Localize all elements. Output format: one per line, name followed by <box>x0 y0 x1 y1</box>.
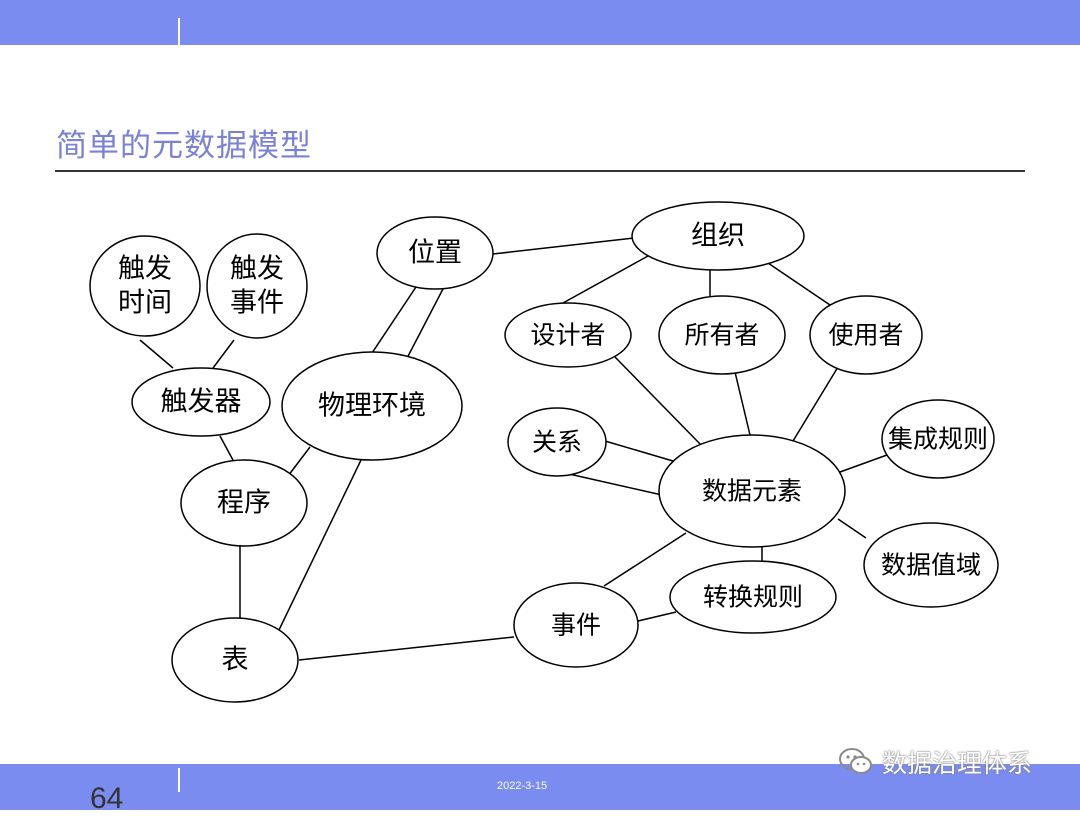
node-owner: 所有者 <box>658 295 786 375</box>
edge-organization-to-designer <box>562 255 649 304</box>
node-label-event: 事件 <box>551 611 601 640</box>
edge-relationship-to-data-element <box>568 473 663 496</box>
edge-data-element-to-event <box>603 532 687 587</box>
node-ellipse-physical-env <box>281 351 463 461</box>
wechat-icon <box>839 748 872 774</box>
node-integration-rule: 集成规则 <box>881 399 995 479</box>
node-ellipse-integration-rule <box>881 399 995 479</box>
edge-data-element-to-integration-rule <box>839 454 888 473</box>
node-ellipse-data-domain <box>863 522 999 608</box>
node-ellipse-data-element <box>658 434 846 548</box>
edge-trigger-event-to-trigger <box>212 339 235 369</box>
node-relationship: 关系 <box>507 407 607 477</box>
node-label-owner: 所有者 <box>684 321 759 350</box>
node-label-designer: 设计者 <box>530 321 605 350</box>
title-underline <box>55 170 1025 172</box>
node-ellipse-organization <box>631 201 805 271</box>
watermark: 数据治理体系 <box>838 742 1032 782</box>
node-label-table: 表 <box>222 645 249 676</box>
node-ellipse-owner <box>658 295 786 375</box>
node-label-trigger-time: 时间 <box>118 287 172 318</box>
node-program: 程序 <box>180 459 308 547</box>
node-user: 使用者 <box>809 295 923 375</box>
edge-physical-env-to-table <box>277 457 363 633</box>
edge-relationship-to-data-element <box>604 440 674 462</box>
node-label-location: 位置 <box>408 238 462 269</box>
page-number: 64 <box>90 782 124 815</box>
edge-trigger-to-program <box>219 435 235 463</box>
node-label-data-element: 数据元素 <box>702 477 802 506</box>
bottom-band <box>0 764 1080 810</box>
edge-trigger-time-to-trigger <box>139 339 174 369</box>
slide-date: 2022-3-15 <box>497 780 548 792</box>
diagram-nodes: 触发时间触发事件触发器位置物理环境程序表组织设计者所有者使用者关系数据元素集成规… <box>89 201 999 703</box>
node-location: 位置 <box>376 216 494 290</box>
node-ellipse-table <box>171 617 299 703</box>
edge-organization-to-user <box>767 262 831 306</box>
top-band-divider <box>178 18 180 45</box>
node-label-trigger-event: 事件 <box>230 287 284 318</box>
node-label-data-domain: 数据值域 <box>881 551 981 580</box>
node-data-element: 数据元素 <box>658 434 846 548</box>
node-ellipse-event <box>513 582 639 668</box>
edge-transform-rule-to-event <box>637 611 677 622</box>
edge-user-to-data-element <box>792 366 839 442</box>
edge-designer-to-data-element <box>614 356 704 448</box>
node-ellipse-trigger <box>131 367 271 437</box>
node-trigger: 触发器 <box>131 367 271 437</box>
node-label-program: 程序 <box>217 488 271 519</box>
node-label-transform-rule: 转换规则 <box>703 583 803 612</box>
node-label-trigger-time: 触发 <box>118 254 172 285</box>
node-ellipse-user <box>809 295 923 375</box>
node-label-user: 使用者 <box>828 321 903 350</box>
diagram-edges <box>139 237 888 661</box>
node-designer: 设计者 <box>504 302 632 368</box>
node-data-domain: 数据值域 <box>863 522 999 608</box>
edge-program-to-physical-env <box>287 446 311 477</box>
node-transform-rule: 转换规则 <box>669 560 837 634</box>
node-ellipse-relationship <box>507 407 607 477</box>
edge-table-to-event <box>298 636 515 661</box>
bottom-band-divider <box>178 768 180 792</box>
node-label-integration-rule: 集成规则 <box>888 425 988 454</box>
node-label-trigger: 触发器 <box>161 387 242 418</box>
edge-location-to-physical-env <box>404 286 445 363</box>
node-ellipse-program <box>180 459 308 547</box>
node-ellipse-transform-rule <box>669 560 837 634</box>
node-ellipse-designer <box>504 302 632 368</box>
node-event: 事件 <box>513 582 639 668</box>
top-band <box>0 0 1080 45</box>
node-ellipse-location <box>376 216 494 290</box>
node-physical-env: 物理环境 <box>281 351 463 461</box>
edge-owner-to-data-element <box>734 371 751 436</box>
node-label-relationship: 关系 <box>532 428 582 457</box>
node-organization: 组织 <box>631 201 805 271</box>
node-table: 表 <box>171 617 299 703</box>
slide-title: 简单的元数据模型 <box>56 128 312 164</box>
node-ellipse-trigger-time <box>89 235 201 337</box>
edge-location-to-organization <box>492 237 635 255</box>
watermark-text: 数据治理体系 <box>882 749 1033 778</box>
node-label-trigger-event: 触发 <box>230 254 284 285</box>
edge-data-element-to-data-domain <box>837 518 867 539</box>
node-label-organization: 组织 <box>691 221 745 252</box>
node-label-physical-env: 物理环境 <box>318 391 426 422</box>
edge-location-to-physical-env <box>369 286 417 357</box>
node-ellipse-trigger-event <box>206 233 308 339</box>
